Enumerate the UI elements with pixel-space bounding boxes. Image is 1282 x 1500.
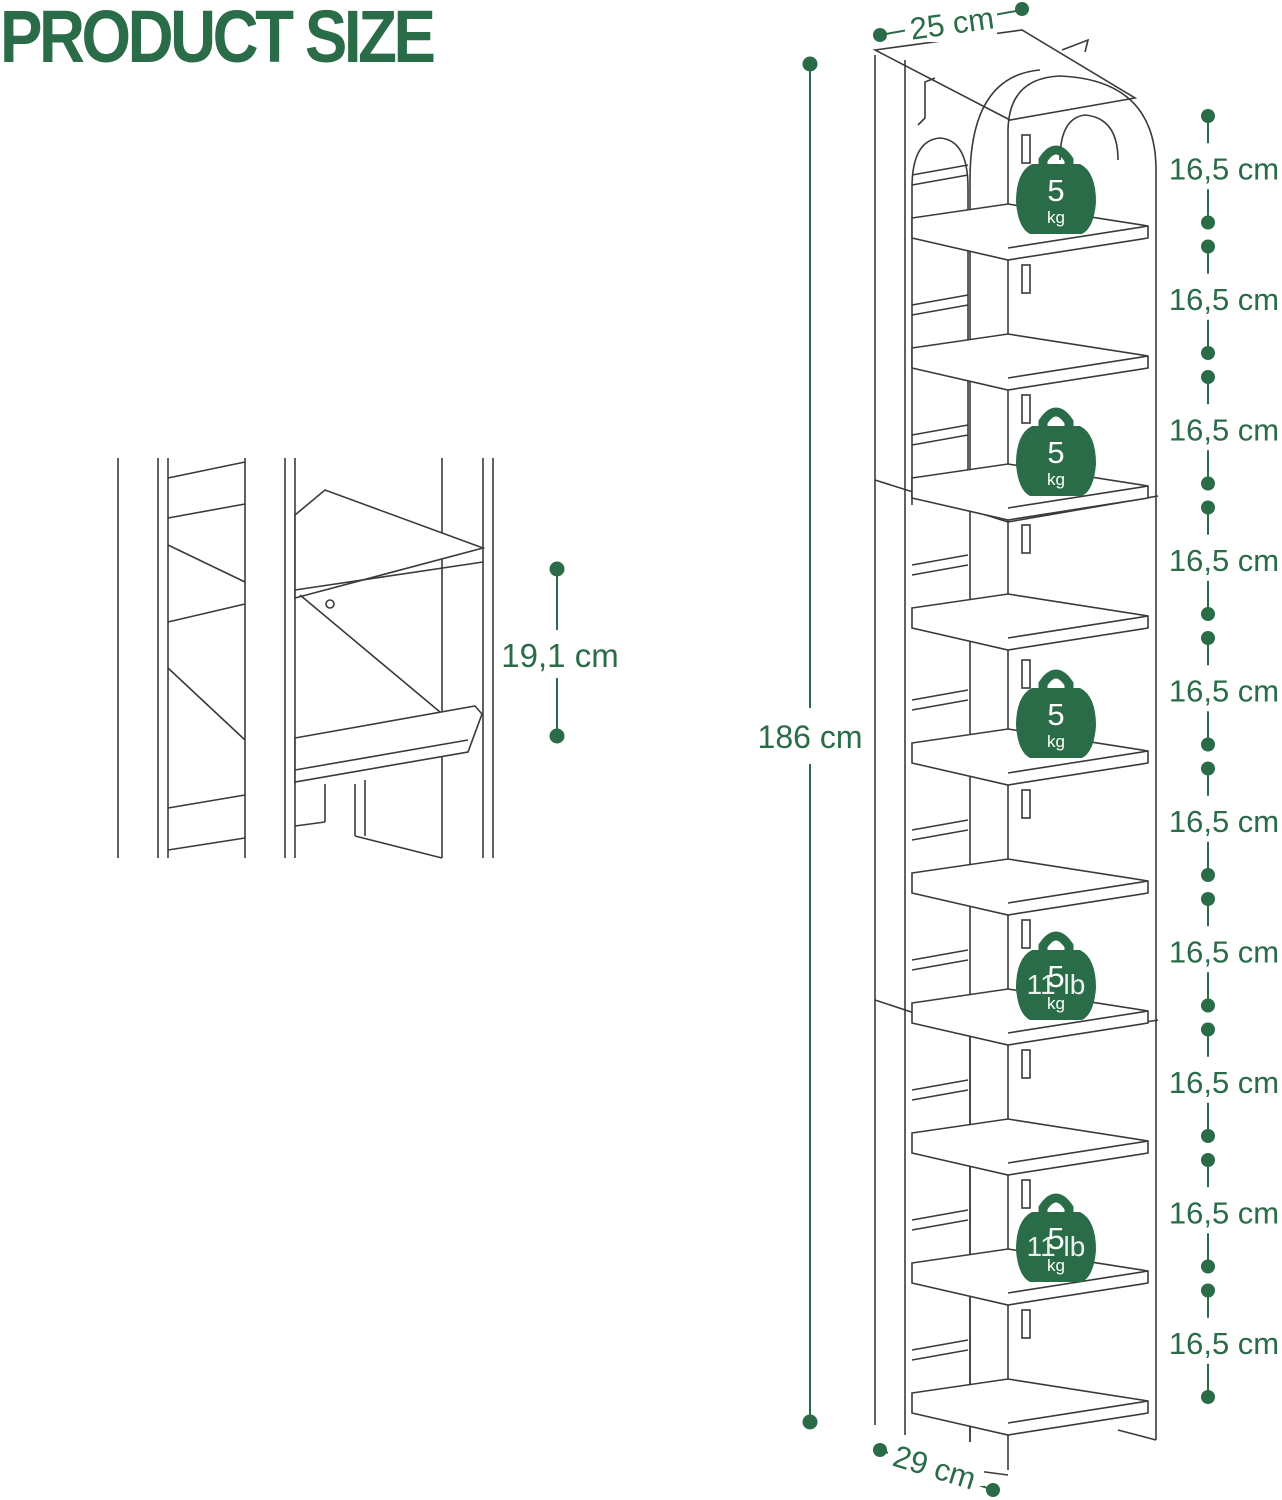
dimension-dot-top xyxy=(1201,892,1215,906)
compartment-height-label: 16,5 cm xyxy=(1169,1195,1279,1230)
weight-load-badge: 5kg xyxy=(1016,407,1096,496)
weight-handle-icon xyxy=(1038,931,1074,952)
compartment-dimension: 16,5 cm xyxy=(1169,1022,1279,1143)
dimension-dot-top xyxy=(549,561,565,577)
load-value: 5 xyxy=(1047,435,1064,470)
dimension-dot-bottom xyxy=(1201,215,1215,230)
dimension-dot-bottom xyxy=(1201,1259,1215,1274)
compartment-dimension: 16,5 cm xyxy=(1169,500,1279,621)
dimension-dot-bottom xyxy=(1201,346,1215,360)
load-value: 5 xyxy=(1047,959,1064,994)
width-dimension: 25 cm xyxy=(873,0,1029,47)
dimension-dot-bottom xyxy=(1201,476,1215,491)
dimension-dot-right xyxy=(1015,2,1029,16)
dimension-dot-top xyxy=(1201,239,1215,254)
load-unit: kg xyxy=(1047,470,1065,489)
shelf-board xyxy=(911,264,1149,391)
dimension-dot-bottom xyxy=(1201,868,1215,882)
load-unit: kg xyxy=(1047,994,1065,1013)
compartment-dimensions: 16,5 cm 16,5 cm 16,5 cm 16,5 cm 16,5 cm 16,5 … xyxy=(1169,109,1279,1404)
dimension-dot-top xyxy=(1201,1022,1215,1037)
dimension-dot-bottom xyxy=(1201,737,1215,752)
compartment-dimension: 16,5 cm xyxy=(1169,239,1279,360)
weight-load-badge: 5kg xyxy=(1016,145,1096,234)
weight-handle-icon xyxy=(1038,145,1074,166)
compartment-height-label: 16,5 cm xyxy=(1169,151,1279,186)
dimension-dot-bottom xyxy=(1201,1129,1215,1143)
depth-dimension: 29 cm xyxy=(873,1438,1000,1497)
page-title: PRODUCT SIZE xyxy=(0,0,436,78)
compartment-height-label: 16,5 cm xyxy=(1169,1326,1279,1361)
dimension-dot-top xyxy=(802,56,818,72)
compartment-height-label: 16,5 cm xyxy=(1169,1065,1279,1100)
weight-icon xyxy=(1016,688,1096,758)
compartment-height-label: 16,5 cm xyxy=(1169,804,1279,839)
dimension-dot-bottom xyxy=(549,728,565,744)
compartment-dimension: 16,5 cm xyxy=(1169,761,1279,882)
compartment-dimension: 16,5 cm xyxy=(1169,1283,1279,1404)
height-dimension: 186 cm xyxy=(758,56,863,1430)
dimension-dot-right xyxy=(986,1483,1000,1497)
compartment-dimension: 16,5 cm xyxy=(1169,109,1279,230)
load-alt-unit: 11 lb xyxy=(1027,1231,1086,1262)
weight-handle-icon xyxy=(1038,669,1074,690)
dimension-dot-top xyxy=(1201,761,1215,776)
weight-icon xyxy=(1016,164,1096,234)
compartment-dimension: 16,5 cm xyxy=(1169,370,1279,491)
dimension-dot-left xyxy=(873,1443,887,1457)
dimension-dot-bottom xyxy=(1201,998,1215,1013)
shelf-board xyxy=(911,789,1149,916)
load-value: 5 xyxy=(1047,1221,1064,1256)
detail-gap-label: 19,1 cm xyxy=(501,637,618,674)
dimension-dot-top xyxy=(1201,1283,1215,1298)
dimension-dot-top xyxy=(1201,1153,1215,1167)
compartment-height-label: 16,5 cm xyxy=(1169,282,1279,317)
load-alt-unit: 11 lb xyxy=(1027,969,1086,1000)
compartment-height-label: 16,5 cm xyxy=(1169,412,1279,447)
height-label: 186 cm xyxy=(758,719,863,755)
compartment-dimension: 16,5 cm xyxy=(1169,1153,1279,1274)
dimension-dot-bottom xyxy=(1201,607,1215,621)
load-unit: kg xyxy=(1047,732,1065,751)
dimension-dot-top xyxy=(1201,370,1215,384)
shelf-detail-drawing xyxy=(117,458,494,859)
compartment-dimension: 16,5 cm xyxy=(1169,892,1279,1013)
shelf-board xyxy=(911,1049,1149,1176)
compartment-dimension: 16,5 cm xyxy=(1169,631,1279,752)
load-value: 5 xyxy=(1047,697,1064,732)
weight-icon xyxy=(1016,426,1096,496)
compartment-height-label: 16,5 cm xyxy=(1169,934,1279,969)
load-value: 5 xyxy=(1047,173,1064,208)
weight-icon xyxy=(1016,950,1096,1020)
dimension-dot-top xyxy=(1201,631,1215,645)
shelf-board xyxy=(911,1309,1149,1436)
dimension-dot-left xyxy=(873,28,887,42)
weight-handle-icon xyxy=(1038,1193,1074,1214)
weight-load-badge: 5kg xyxy=(1016,669,1096,758)
shelf-board xyxy=(911,524,1149,651)
load-unit: kg xyxy=(1047,1256,1065,1275)
load-unit: kg xyxy=(1047,208,1065,227)
weight-icon xyxy=(1016,1212,1096,1282)
dimension-dot-bottom xyxy=(802,1414,818,1430)
compartment-height-label: 16,5 cm xyxy=(1169,673,1279,708)
compartment-height-label: 16,5 cm xyxy=(1169,543,1279,578)
dimension-dot-top xyxy=(1201,500,1215,515)
dimension-dot-bottom xyxy=(1201,1390,1215,1404)
detail-gap-dimension: 19,1 cm xyxy=(501,561,619,744)
weight-handle-icon xyxy=(1038,407,1074,428)
dimension-dot-top xyxy=(1201,109,1215,123)
